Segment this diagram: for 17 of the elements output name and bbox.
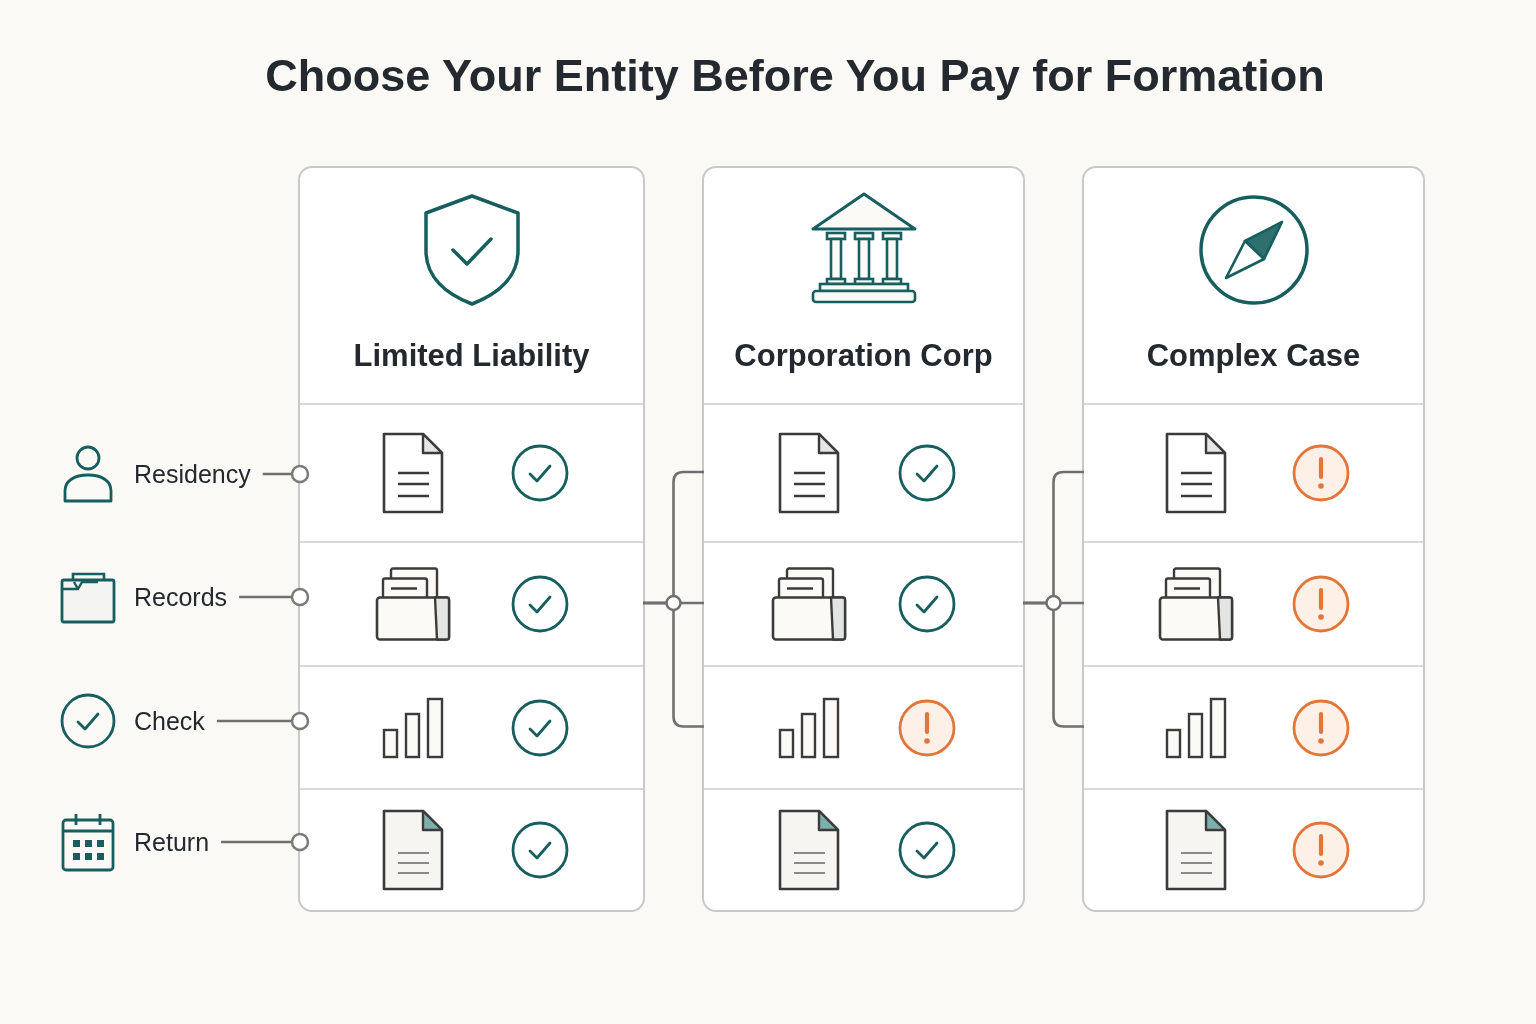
- entity-card: [702, 166, 1025, 912]
- title: Choose Your Entity Before You Pay for Formation: [265, 49, 1325, 103]
- row-label: Check: [134, 706, 205, 736]
- row-label: Return: [134, 827, 210, 857]
- card-title: Corporation Corp: [734, 337, 993, 375]
- leader-line: [221, 832, 310, 852]
- entity-card: [1082, 166, 1425, 912]
- leader-line: [216, 711, 310, 731]
- entity-card: [298, 166, 645, 912]
- row-label: Residency: [134, 459, 251, 489]
- leader-line: [262, 464, 310, 484]
- leader-line: [239, 587, 310, 607]
- card-title: Complex Case: [1146, 337, 1361, 375]
- bracket-line: [1023, 601, 1084, 728]
- bracket-line: [643, 601, 704, 728]
- row-label: Records: [134, 582, 228, 612]
- card-title: Limited Liability: [353, 337, 590, 375]
